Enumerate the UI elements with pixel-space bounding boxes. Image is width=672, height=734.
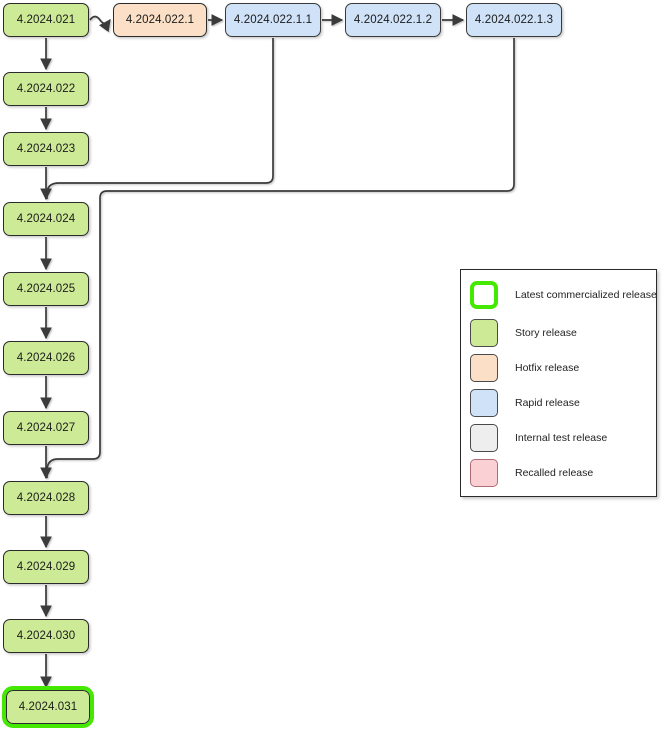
- legend-item-hotfix-release: Hotfix release: [470, 353, 579, 383]
- legend-label-rapid: Rapid release: [515, 397, 580, 409]
- edge-021-to-0221: [89, 15, 111, 33]
- legend-label-latest: Latest commercialized release: [515, 289, 657, 301]
- node-release-4-2024-022-1-2[interactable]: 4.2024.022.1.2: [345, 3, 441, 37]
- node-release-4-2024-026[interactable]: 4.2024.026: [3, 341, 89, 375]
- legend-panel: Latest commercialized release Story rele…: [460, 269, 657, 497]
- node-release-4-2024-022-1[interactable]: 4.2024.022.1: [113, 3, 207, 37]
- node-release-4-2024-022[interactable]: 4.2024.022: [3, 72, 89, 106]
- legend-item-internal-test-release: Internal test release: [470, 423, 607, 453]
- legend-swatch-rapid-icon: [470, 389, 498, 417]
- node-release-4-2024-021[interactable]: 4.2024.021: [3, 3, 89, 37]
- edge-02213-to-028: [46, 38, 515, 478]
- legend-swatch-recalled-icon: [470, 459, 498, 487]
- legend-swatch-internal-icon: [470, 424, 498, 452]
- node-release-4-2024-029[interactable]: 4.2024.029: [3, 550, 89, 584]
- legend-label-story: Story release: [515, 327, 577, 339]
- node-release-4-2024-023[interactable]: 4.2024.023: [3, 132, 89, 166]
- node-release-4-2024-030[interactable]: 4.2024.030: [3, 619, 89, 653]
- legend-item-rapid-release: Rapid release: [470, 388, 580, 418]
- node-release-4-2024-028[interactable]: 4.2024.028: [3, 481, 89, 515]
- legend-item-latest-commercialized-release: Latest commercialized release: [470, 280, 657, 310]
- legend-label-hotfix: Hotfix release: [515, 362, 580, 374]
- legend-swatch-latest-icon: [470, 281, 498, 309]
- legend-swatch-story-icon: [470, 319, 498, 347]
- legend-item-recalled-release: Recalled release: [470, 458, 593, 488]
- node-release-4-2024-031-latest[interactable]: 4.2024.031: [2, 686, 94, 728]
- node-release-4-2024-027[interactable]: 4.2024.027: [3, 411, 89, 445]
- node-release-4-2024-022-1-3[interactable]: 4.2024.022.1.3: [466, 3, 562, 37]
- legend-label-internal: Internal test release: [515, 432, 608, 444]
- edge-02211-to-024: [46, 38, 274, 199]
- node-release-4-2024-022-1-1[interactable]: 4.2024.022.1.1: [225, 3, 321, 37]
- node-release-4-2024-025[interactable]: 4.2024.025: [3, 272, 89, 306]
- legend-label-recalled: Recalled release: [515, 467, 594, 479]
- legend-item-story-release: Story release: [470, 318, 577, 348]
- node-release-4-2024-024[interactable]: 4.2024.024: [3, 202, 89, 236]
- legend-swatch-hotfix-icon: [470, 354, 498, 382]
